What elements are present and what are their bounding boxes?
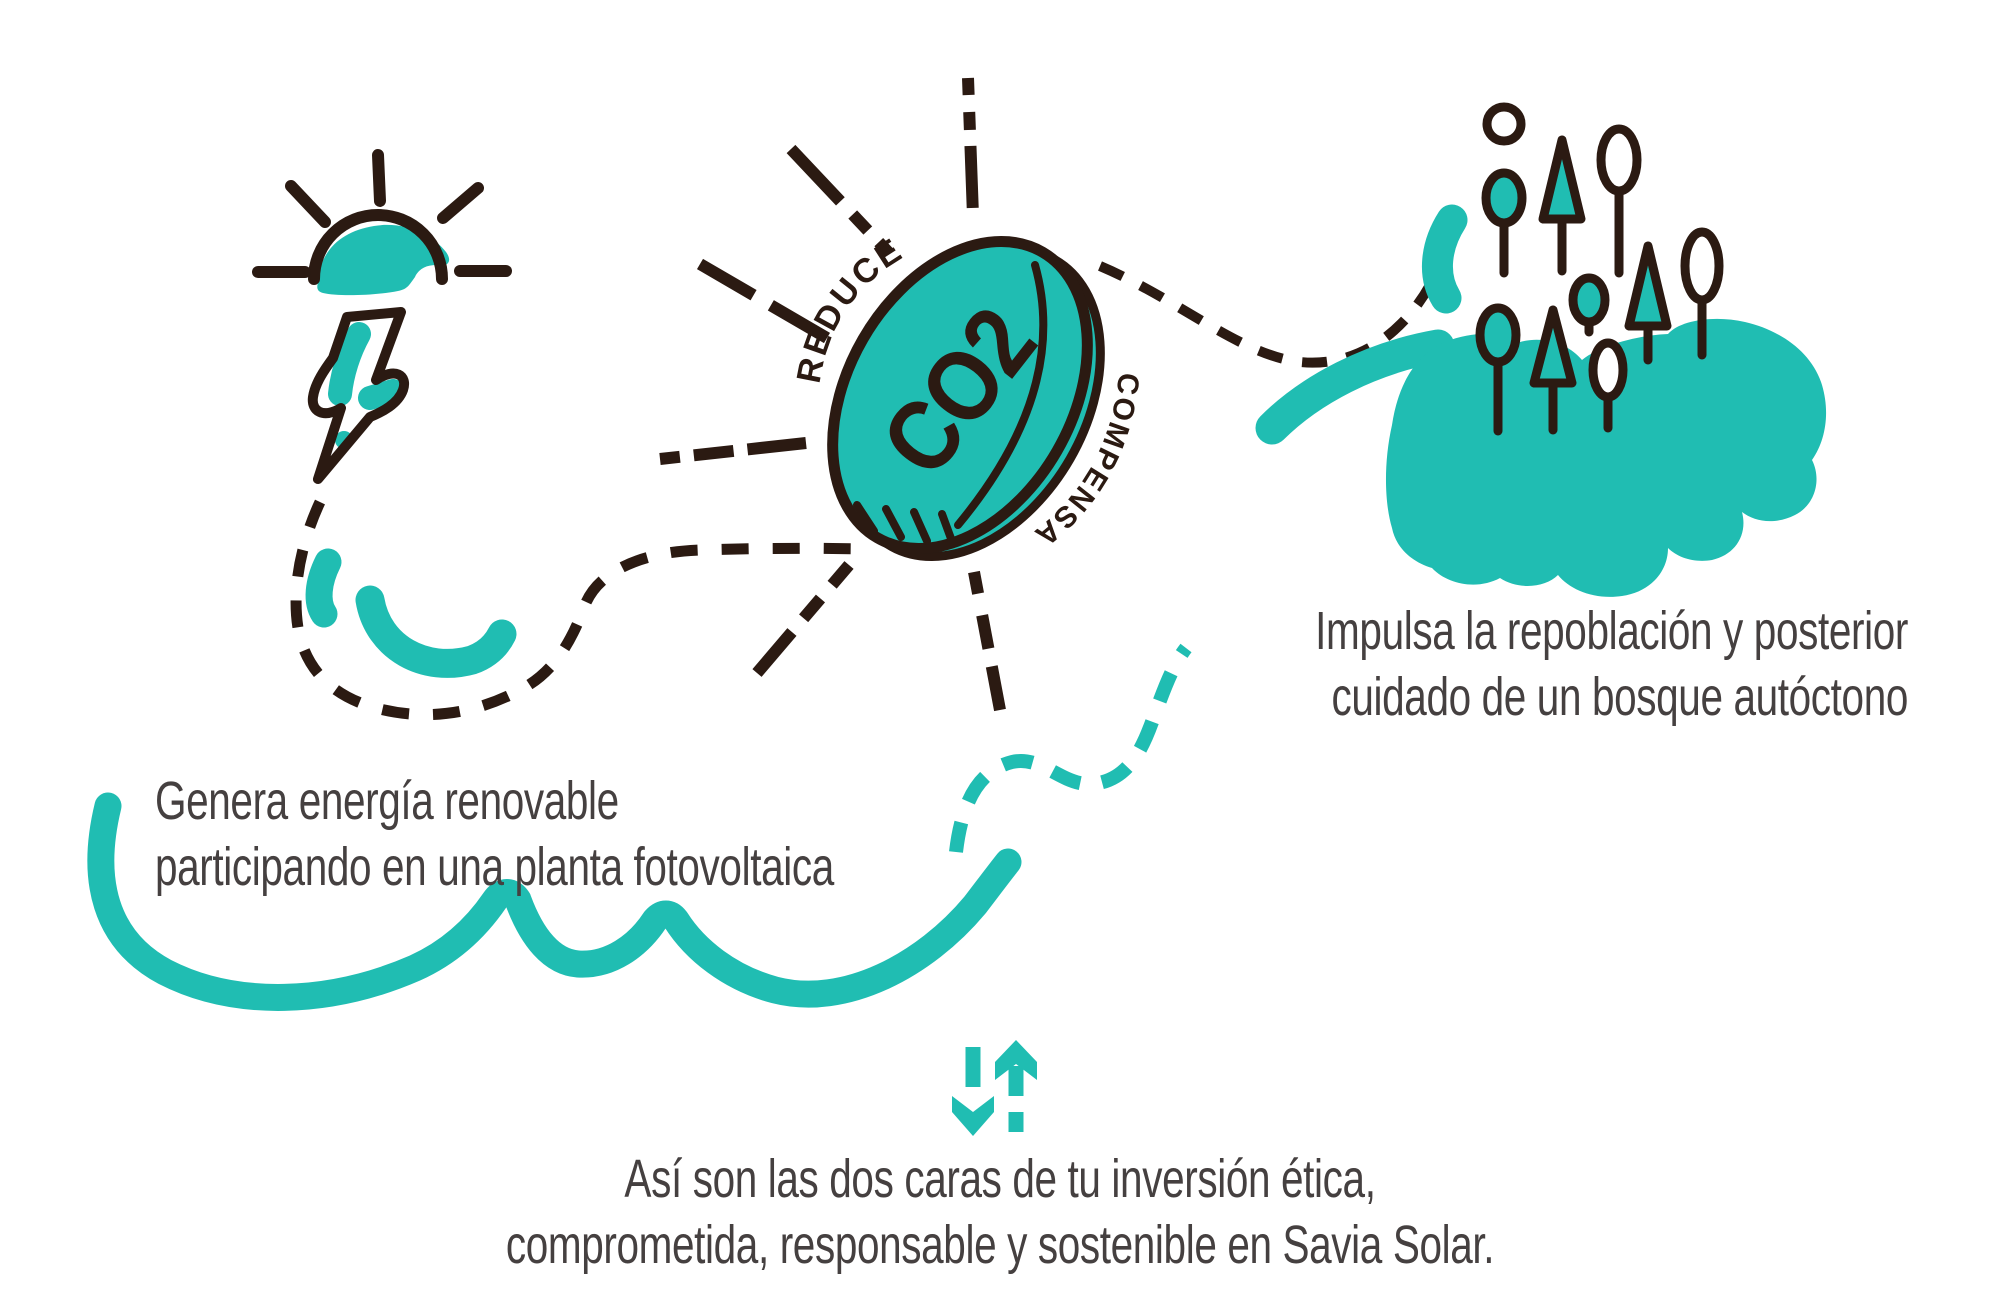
lightning-fill-brush-2 [358, 379, 405, 410]
caption-footer-line1: Así son las dos caras de tu inversión ét… [624, 1149, 1376, 1209]
tree-icon-round-teal [1568, 273, 1610, 337]
caption-forest-line2: cuidado de un bosque autóctono [1331, 667, 1908, 727]
down-arrow-icon [952, 1047, 994, 1136]
forest-brush-bean [1421, 204, 1468, 314]
coin-inner-rim [954, 261, 1048, 529]
lightning-outline [307, 307, 410, 484]
sun-ray-upper-right [437, 182, 484, 224]
caption-energy-line1: Genera energía renovable [155, 771, 619, 831]
tree-icon-bud [1482, 102, 1526, 146]
sun-icon [252, 149, 512, 296]
sun-ray-upper-left [285, 180, 331, 228]
coin-rays [659, 77, 1006, 712]
caption-forest-line1: Impulsa la repoblación y posterior [1315, 601, 1908, 661]
brush-blob-arc [355, 585, 517, 678]
caption-footer: Así son las dos caras de tu inversión ét… [250, 1146, 1750, 1278]
co2-coin-icon: CO2 REDUCE COMPENSA [790, 230, 1143, 561]
caption-footer-line2: comprometida, responsable y sostenible e… [505, 1215, 1495, 1275]
coin-ray-left-horizontal [659, 437, 807, 465]
tree-icon-round-white [1596, 124, 1642, 278]
tree-icon-pine [1538, 135, 1586, 276]
compensation-flow-dashed-path [949, 643, 1192, 853]
caption-forest: Impulsa la repoblación y posterior cuida… [1227, 598, 1908, 730]
brush-blob-small [305, 548, 342, 628]
caption-energy: Genera energía renovable participando en… [155, 768, 834, 900]
sun-ray-top [372, 149, 386, 207]
coin-ray-lower-left-diagonal [752, 561, 854, 677]
up-arrow-icon [995, 1040, 1037, 1132]
sun-arc [308, 209, 448, 285]
tree-icon-round-teal [1475, 303, 1521, 436]
coin-ray-top-vertical [962, 77, 979, 217]
coin-ray-left-upper [696, 258, 831, 344]
tree-icon-round-teal [1481, 168, 1527, 278]
lightning-fill-brush-1 [328, 322, 371, 406]
coin-ray-bottom-vertical [968, 570, 1006, 712]
forest-flow-dashed-path [1098, 261, 1435, 368]
caption-energy-line2: participando en una planta fotovoltaica [155, 837, 834, 897]
wave-brush-stroke [87, 792, 1022, 1011]
forest-brush-arc [1255, 329, 1455, 445]
coin-ray-upper-left-diagonal [786, 144, 894, 258]
lightning-bolt-icon [307, 307, 410, 484]
sun-fill-brush [317, 224, 450, 296]
tree-icon-pine [1529, 305, 1577, 435]
tree-icon-round-white [1680, 227, 1724, 360]
forest-icon [1255, 102, 1827, 597]
tree-icon-pine [1624, 241, 1672, 365]
exchange-arrows-icon [952, 1040, 1037, 1136]
coin-edge-hatches [853, 501, 957, 548]
coin-face [827, 236, 1093, 554]
tree-icon-round-white [1588, 338, 1628, 433]
